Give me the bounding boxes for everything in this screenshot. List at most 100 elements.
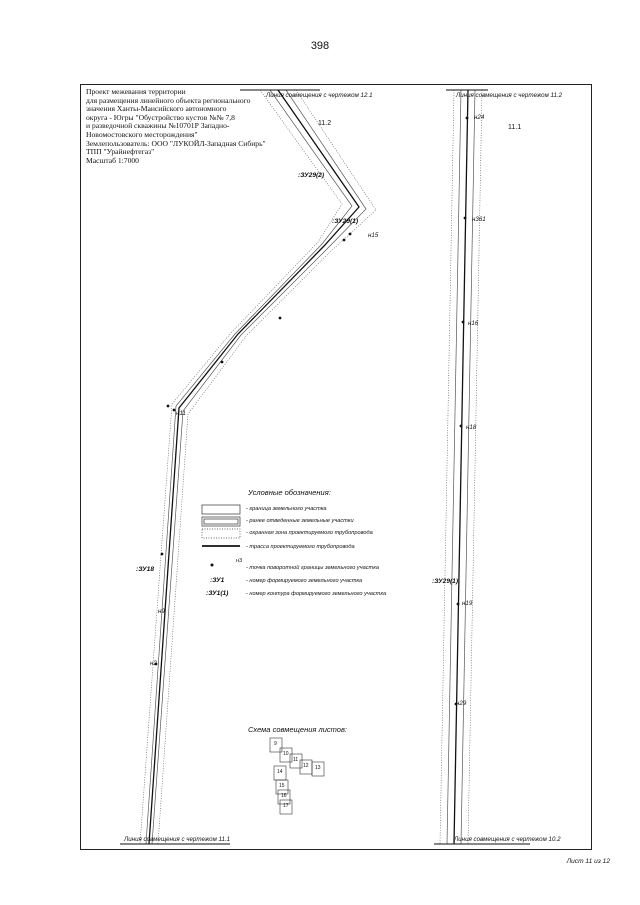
right-parcel-edge-a (446, 89, 462, 845)
legend-symbol-prior-parcels-inner (203, 518, 239, 525)
match-lines (120, 89, 530, 845)
legend-symbol-point (210, 563, 214, 567)
parcel-label-zu29-1: :ЗУ29(1) (332, 218, 359, 225)
legend-row: :ЗУ1 - номер формируемого земельного уча… (200, 577, 430, 589)
point-number: н15 (368, 232, 379, 239)
point-number: н24 (474, 114, 485, 121)
parcel-label-zu29-right: :ЗУ29(1) (432, 578, 459, 585)
title-line: Новомостовского месторождения" (86, 129, 198, 139)
parcel-label-zu29-2: :ЗУ29(2) (298, 172, 325, 179)
point-number: н2 (150, 660, 157, 667)
legend-symbols (201, 504, 241, 567)
point-number: н19 (462, 600, 473, 607)
legend-text: - точка поворотной границы земельного уч… (246, 565, 379, 571)
zone-label-left: 11.2 (318, 120, 332, 127)
scheme-sheet-13 (311, 761, 325, 777)
legend-text: - номер контура формируемого земельного … (246, 591, 387, 597)
title-line: округа - Югры "Обустройство кустов №№ 7,… (86, 112, 235, 122)
sheet-ref-bottom-left: Линия совмещения с чертежом 11.1 (124, 836, 231, 843)
title-line: ТПП "Урайнефтегаз" (86, 147, 155, 157)
legend-row: н3 - точка поворотной границы земельного… (200, 558, 430, 574)
legend-parcel-label: :ЗУ1 (210, 577, 225, 584)
legend-symbol-protection-zone (201, 528, 241, 539)
right-pipeline-route (453, 89, 469, 845)
legend-row: - охранная зона проектируемого трубопров… (200, 529, 430, 541)
scheme-number: 12 (303, 763, 309, 769)
turning-point (463, 216, 467, 220)
turning-point (461, 320, 465, 324)
turning-point (154, 662, 158, 666)
map-drawing (120, 89, 530, 845)
drawing-frame (80, 84, 592, 850)
turning-point (459, 424, 463, 428)
legend-row: :ЗУ1(1) - номер контура формируемого зем… (200, 590, 430, 602)
legend-text: - граница земельного участка (246, 506, 327, 512)
legend-symbol-prior-parcels-outer (201, 516, 241, 527)
left-parcel-edge-b (151, 89, 367, 845)
point-number: н11 (176, 410, 186, 417)
legend-text: - номер формируемого земельного участка (246, 578, 363, 584)
sheet-footer: Лист 11 из 12 (566, 858, 610, 865)
right-parcel-edge-b (460, 89, 476, 845)
right-corridor (439, 89, 483, 845)
scheme-sheet-10 (279, 747, 293, 763)
scheme-number: 16 (281, 793, 287, 799)
scheme-number: 13 (315, 765, 321, 771)
legend-row: - граница земельного участка (200, 505, 430, 517)
left-point-markers (154, 232, 352, 666)
legend-row: - ранее отведенные земельные участки (200, 517, 430, 529)
left-protection-zone-inner (157, 89, 377, 845)
legend-point-label: н3 (236, 558, 243, 564)
legend-text: - трасса проектируемого трубопровода (246, 544, 355, 550)
turning-point (160, 552, 164, 556)
scheme-sheet-9 (269, 737, 283, 753)
legend-title: Условные обозначения: (248, 488, 331, 497)
scheme-number: 14 (277, 769, 283, 775)
title-line: значения Ханты-Мансийского автономного (86, 104, 227, 114)
sheet-ref-top-right: Линия совмещения с чертежом 11.2 (456, 92, 563, 99)
legend-text: - охранная зона проектируемого трубопров… (246, 530, 373, 536)
legend-contour-label: :ЗУ1(1) (206, 590, 229, 597)
left-corridor (139, 89, 377, 845)
point-number: н361 (472, 216, 486, 223)
legend-symbol-parcel-boundary (201, 504, 241, 515)
title-line: для размещения линейного объекта региона… (86, 95, 251, 105)
turning-point (166, 404, 170, 408)
scheme-number: 9 (274, 741, 277, 747)
turning-point (456, 602, 460, 606)
left-parcel-edge-a (145, 89, 353, 845)
right-protection-zone-inner (467, 89, 483, 845)
turning-point (342, 238, 346, 242)
turning-point (348, 232, 352, 236)
point-number: н9 (158, 608, 165, 615)
title-block: Проект межевания территории для размещен… (86, 87, 296, 165)
parcel-label-zu18: :ЗУ18 (136, 566, 154, 573)
turning-point (454, 702, 458, 706)
turning-point (465, 116, 469, 120)
left-pipeline-route (148, 89, 360, 845)
page-number: 398 (310, 40, 330, 52)
scheme-sheet-15 (275, 779, 289, 795)
point-number: н16 (468, 320, 479, 327)
scheme-number: 17 (283, 803, 289, 809)
turning-point (172, 408, 176, 412)
scheme-sheet-17 (279, 799, 293, 815)
turning-point (278, 316, 282, 320)
scheme-title: Схема совмещения листов: (248, 725, 347, 734)
scheme-sheet-11 (289, 753, 303, 769)
zone-label-right: 11.1 (508, 124, 522, 131)
point-number: н29 (456, 700, 467, 707)
title-line: Землепользователь: ООО "ЛУКОЙЛ-Западная … (86, 138, 266, 148)
scheme-sheet-16 (277, 789, 291, 805)
title-line: Масштаб 1:7000 (86, 155, 139, 165)
title-line: Проект межевания территории (86, 87, 186, 96)
scheme-number: 11 (293, 757, 299, 763)
point-number: н18 (466, 424, 477, 431)
sheet-ref-bottom-right: Линия совмещения с чертежом 10.2 (454, 836, 561, 843)
sheet-ref-top-left: Линия совмещения с чертежом 12.1 (266, 92, 373, 99)
sheet-scheme (269, 737, 325, 815)
scheme-number: 15 (279, 783, 285, 789)
legend-text: - ранее отведенные земельные участки (246, 518, 354, 524)
title-line: и разведочной скважины №10701Р Западно- (86, 121, 230, 131)
scheme-number: 10 (283, 751, 289, 757)
